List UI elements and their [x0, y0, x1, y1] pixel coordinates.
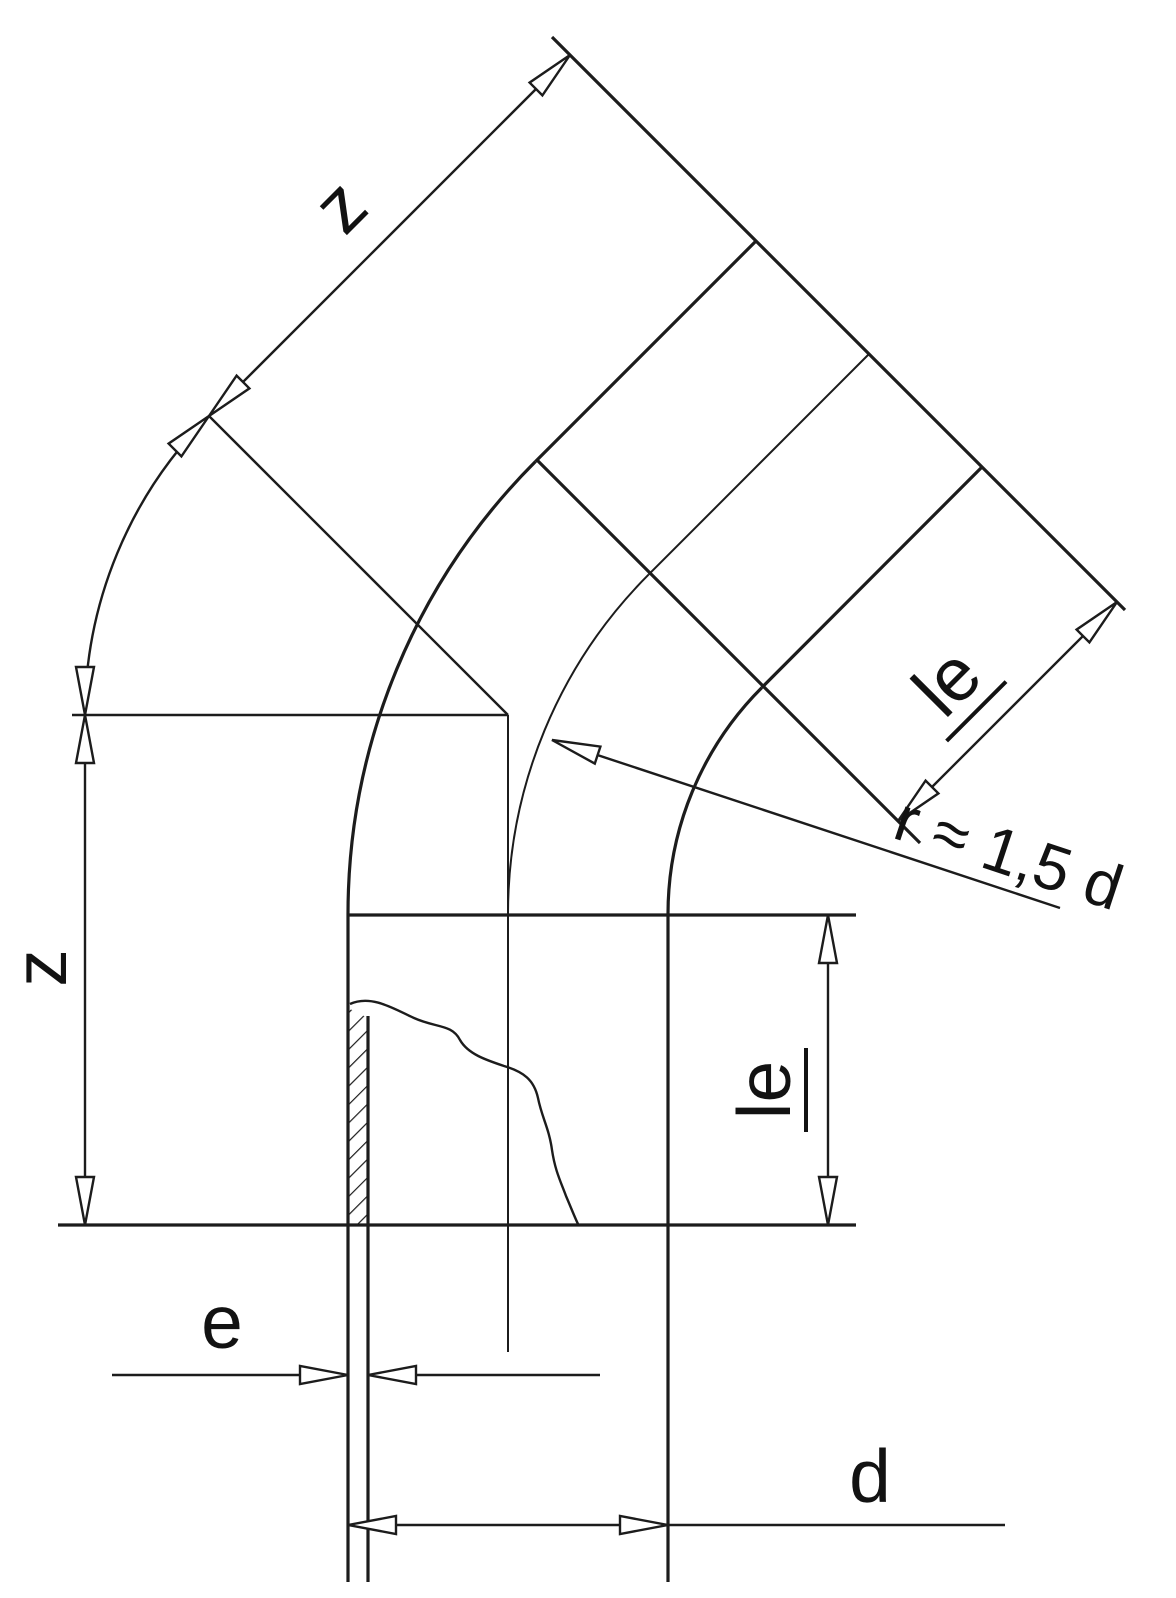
z-vertical-arrow-bottom-icon	[74, 1175, 96, 1226]
z-angled-label: z	[297, 163, 383, 249]
d-arrow-left-icon	[347, 1514, 398, 1536]
centerlines	[507, 353, 870, 1352]
le-angled-dimension-line	[897, 601, 1118, 822]
e-arrow-left-icon	[298, 1364, 349, 1386]
extension-lines	[72, 415, 509, 717]
d-label: d	[849, 1434, 891, 1518]
le-angled-underline	[945, 680, 1008, 743]
z-transfer-arc-arrow-upper-icon	[166, 415, 210, 459]
z-vertical-arrow-top-icon	[74, 714, 96, 765]
dimension-z-angled: z	[74, 54, 571, 716]
z-angled-arrow-upper-icon	[527, 54, 571, 98]
dimension-z-vertical: z	[0, 714, 96, 1226]
angled-outer-wall-line	[534, 239, 758, 463]
z-transfer-arc	[83, 415, 210, 716]
dimension-e: e	[112, 1280, 600, 1386]
z-transfer-arc-arrow-lower-icon	[74, 665, 96, 716]
le-vertical-label: le	[722, 1061, 806, 1119]
d-arrow-right-icon	[618, 1514, 669, 1536]
le-vertical-arrow-bottom-icon	[817, 1175, 839, 1226]
le-angled-label: le	[896, 631, 997, 732]
dimension-le-vertical: le	[722, 914, 839, 1226]
bend-radius-label: r ≈ 1,5 d	[886, 782, 1131, 924]
z-vertical-label: z	[0, 949, 82, 987]
bend-inner-arc	[666, 686, 763, 915]
bend-outer-arc	[346, 460, 537, 915]
radius-leader-arrow-icon	[551, 738, 602, 766]
angled-centerline	[647, 353, 870, 576]
e-label: e	[201, 1280, 243, 1364]
inserted-pipe-section	[348, 999, 580, 1225]
le-angled-arrow-lower-icon	[897, 778, 941, 822]
dimension-d: d	[347, 1434, 1005, 1536]
angled-end-face-line	[550, 35, 1127, 612]
le-vertical-arrow-top-icon	[817, 914, 839, 965]
radius-leader-line	[551, 738, 1061, 910]
z-angled-arrow-lower-icon	[208, 373, 252, 417]
pipe-wall-hatch	[348, 1008, 368, 1225]
bend-centerline-arc	[507, 573, 650, 915]
e-arrow-right-icon	[367, 1364, 418, 1386]
le-angled-arrow-upper-icon	[1074, 601, 1118, 645]
z-angled-dimension-line	[208, 54, 571, 417]
angled-inner-wall-line	[760, 465, 984, 689]
bend-radius-annotation: r ≈ 1,5 d	[551, 738, 1131, 924]
le-angled-label-group: le	[896, 631, 1008, 743]
le-vertical-label-group: le	[722, 1048, 808, 1132]
angled-socket-depth-line	[535, 458, 922, 845]
pipe-break-line	[349, 999, 580, 1225]
corner-perpendicular-extension-line	[208, 415, 509, 716]
